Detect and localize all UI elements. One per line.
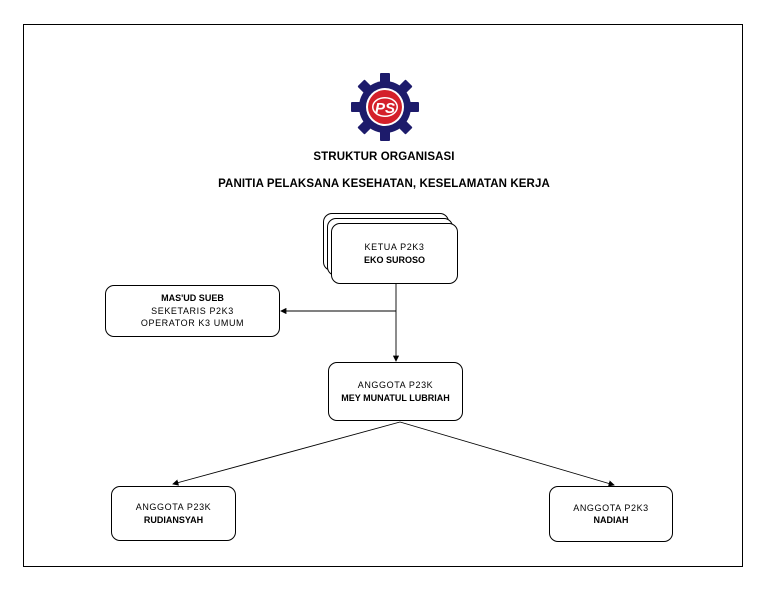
anggota-center-name: MEY MUNATUL LUBRIAH [341, 392, 450, 403]
sekretaris-role-1: SEKETARIS P2K3 [151, 305, 234, 316]
anggota-left-role: ANGGOTA P23K [135, 502, 212, 512]
ketua-name: EKO SUROSO [363, 254, 425, 265]
anggota-right-box: ANGGOTA P2K3 NADIAH [549, 486, 673, 542]
anggota-center-box: ANGGOTA P23K MEY MUNATUL LUBRIAH [328, 362, 463, 421]
anggota-left-box: ANGGOTA P23K RUDIANSYAH [111, 486, 236, 541]
anggota-right-name: NADIAH [593, 515, 629, 525]
connector-anggota-to-left [172, 421, 401, 486]
sekretaris-role-2: OPERATOR K3 UMUM [140, 318, 245, 329]
page-frame [23, 24, 743, 567]
logo-text: PS [375, 100, 395, 117]
gear-icon [351, 73, 419, 141]
ketua-role: KETUA P2K3 [364, 242, 425, 252]
page-subtitle: PANITIA PELAKSANA KESEHATAN, KESELAMATAN… [218, 178, 550, 190]
anggota-right-role: ANGGOTA P2K3 [573, 502, 649, 513]
sekretaris-box: MAS'UD SUEB SEKETARIS P2K3 OPERATOR K3 U… [105, 285, 280, 337]
anggota-center-role: ANGGOTA P23K [357, 380, 434, 390]
page-title: STRUKTUR ORGANISASI [313, 151, 455, 163]
company-logo: PS [351, 73, 419, 141]
connector-anggota-to-right [399, 421, 615, 487]
anggota-left-name: RUDIANSYAH [143, 514, 204, 525]
ketua-box: KETUA P2K3 EKO SUROSO [331, 223, 458, 284]
sekretaris-name: MAS'UD SUEB [161, 293, 224, 304]
